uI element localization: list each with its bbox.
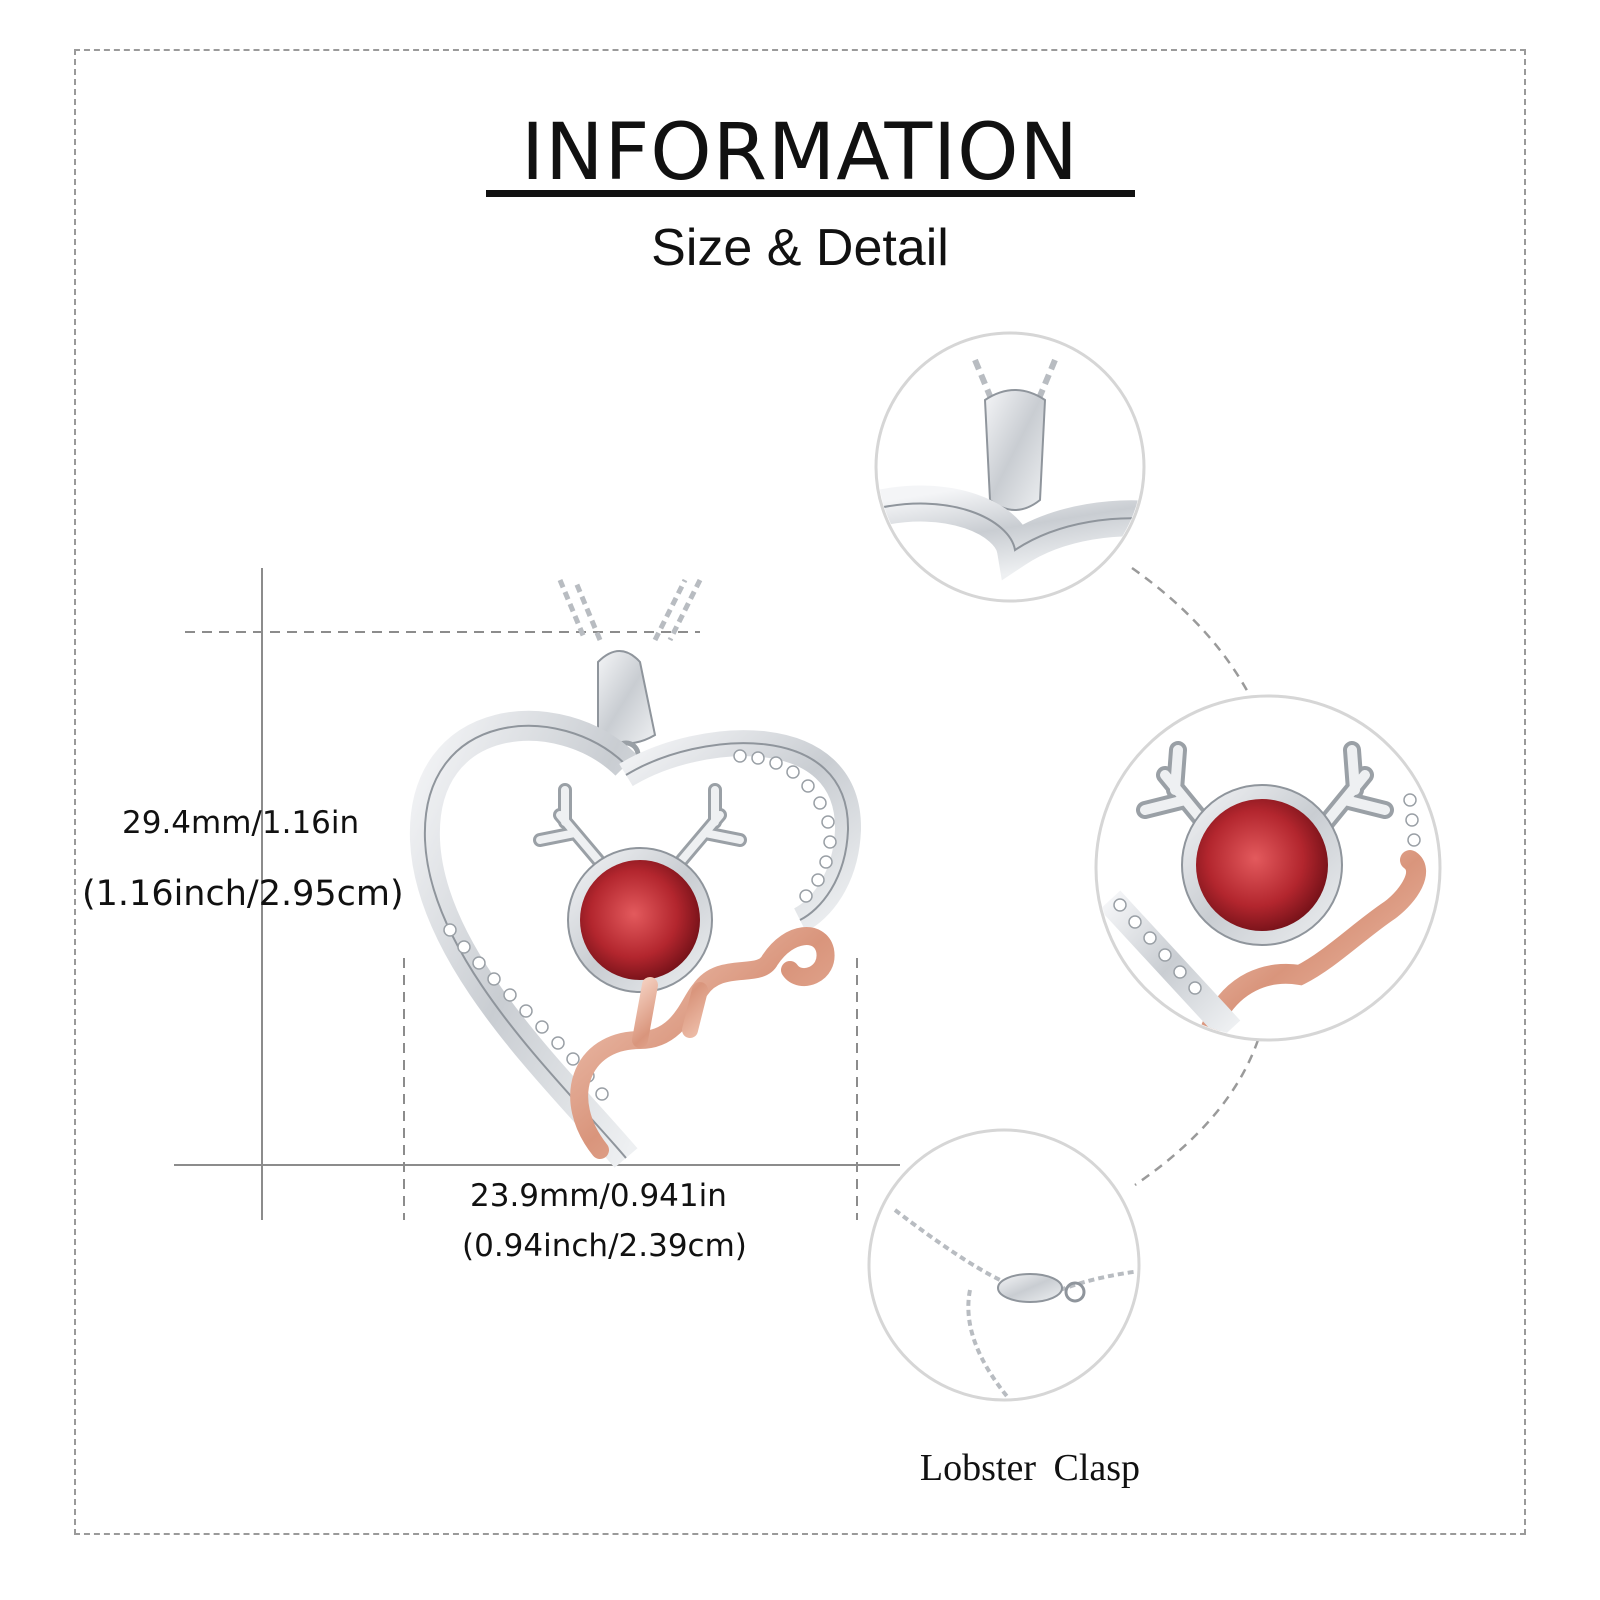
height-mm-in-label: 29.4mm/1.16in xyxy=(122,805,360,841)
detail-connectors xyxy=(1131,566,1260,1187)
bail-detail-image xyxy=(874,331,1146,603)
width-mm-in-label: 23.9mm/0.941in xyxy=(470,1178,727,1214)
height-inch-cm-label: (1.16inch/2.95cm) xyxy=(82,874,404,914)
page-subtitle: Size & Detail xyxy=(651,219,949,277)
width-inch-cm-label: (0.94inch/2.39cm) xyxy=(462,1228,747,1264)
dashed-frame xyxy=(74,49,1526,1535)
height-measure-lines xyxy=(174,568,900,1220)
necklace-pendant-image xyxy=(409,578,862,1168)
lobster-clasp-detail-image xyxy=(867,1128,1141,1402)
page-title: INFORMATION xyxy=(521,108,1079,198)
lobster-clasp-caption: Lobster Clasp xyxy=(919,1447,1141,1489)
reindeer-stone-detail-image xyxy=(1094,694,1442,1042)
width-measure-lines xyxy=(403,958,858,1220)
title-underline xyxy=(486,190,1135,197)
